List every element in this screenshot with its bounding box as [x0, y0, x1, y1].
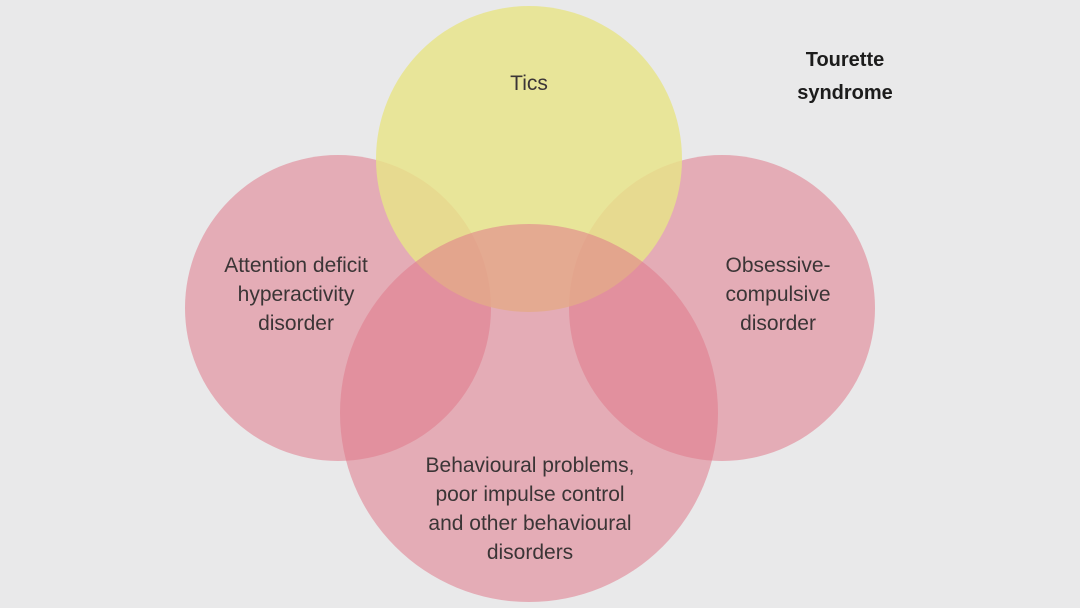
label-tics: Tics: [510, 72, 548, 95]
label-ocd: Obsessive- compulsive disorder: [725, 254, 831, 335]
circle-behaviour: [340, 224, 718, 602]
label-adhd: Attention deficit hyperactivity disorder: [224, 254, 368, 335]
circle-tics: [376, 6, 682, 312]
label-behaviour: Behavioural problems, poor impulse contr…: [425, 454, 635, 564]
diagram-title: Tourette syndrome: [797, 49, 893, 104]
